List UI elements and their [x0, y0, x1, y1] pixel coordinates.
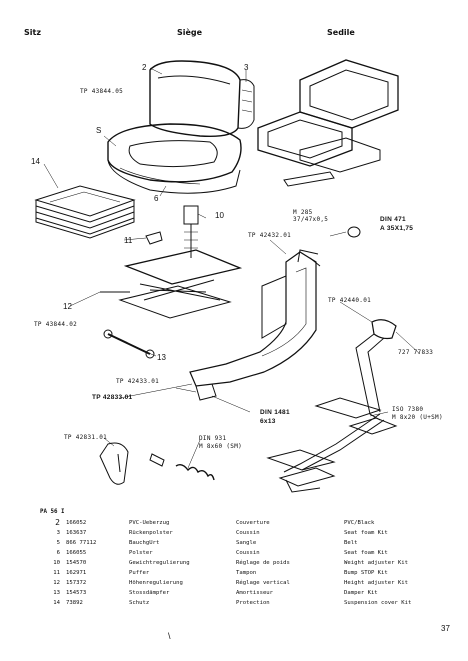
ref-727-77833: 727 77833 [398, 349, 434, 356]
part-name-en: Bump STOP Kit [344, 570, 388, 576]
part-name-de: Puffer [129, 570, 150, 576]
part-position: 2 [55, 518, 60, 527]
part-name-fr: Amortisseur [236, 590, 274, 596]
seat-cushion [107, 123, 242, 194]
bump-stop [145, 231, 163, 245]
part-number: 166055 [66, 550, 87, 556]
circlip [347, 226, 361, 238]
part-name-en: Suspension cover Kit [344, 600, 412, 606]
part-number: 162971 [66, 570, 87, 576]
spring-rod [297, 249, 321, 267]
ref-m285-size: 37/47x0,5 [293, 216, 329, 223]
header-french: Siège [177, 28, 203, 37]
ref-iso7380-size: M 8x20 (U+SM) [392, 414, 443, 421]
part-name-en: Belt [344, 540, 358, 546]
callout-11: 11 [124, 236, 133, 245]
backrest-cushion [149, 60, 255, 138]
part-position: 5 [56, 540, 60, 546]
part-number: 866 77112 [66, 540, 97, 546]
ref-tp42833-01: TP 42833.01 [92, 394, 133, 401]
parts-list-code: PA 56 I [40, 509, 65, 515]
part-name-en: Seat foam Kit [344, 550, 388, 556]
ref-din1481-size: 6x13 [260, 418, 276, 425]
part-name-en: Damper Kit [344, 590, 378, 596]
part-name-fr: Couverture [236, 520, 270, 526]
part-name-fr: Tampon [236, 570, 257, 576]
leader-lines [43, 67, 421, 469]
part-number: 163637 [66, 530, 87, 536]
part-name-fr: Coussin [236, 530, 260, 536]
suspension-cover [34, 185, 136, 239]
part-name-fr: Protection [236, 600, 270, 606]
support-arm [283, 319, 397, 473]
part-number: 73892 [66, 600, 83, 606]
part-position: 3 [56, 530, 60, 536]
part-name-de: Rückenpolster [129, 530, 173, 536]
footer-mark: \ [168, 631, 171, 641]
part-name-fr: Réglage vertical [236, 580, 290, 586]
part-name-en: Height adjuster Kit [344, 580, 408, 586]
part-number: 166052 [66, 520, 87, 526]
ref-tp43844-05: TP 43844.05 [80, 88, 124, 95]
ref-tp42831-01: TP 42831.01 [64, 434, 108, 441]
part-name-de: Polster [129, 550, 153, 556]
part-name-de: Schutz [129, 600, 150, 606]
header-german: Sitz [24, 28, 41, 37]
callout-12: 12 [63, 302, 72, 311]
base-plates [266, 397, 398, 493]
part-name-de: Gewichtregulierung [129, 560, 190, 566]
part-position: 12 [53, 580, 60, 586]
ref-tp42432-01: TP 42432.01 [248, 232, 292, 239]
ref-tp42433-01: TP 42433.01 [116, 378, 160, 385]
part-number: 157372 [66, 580, 87, 586]
callout-14: 14 [31, 157, 40, 166]
callout-6: 6 [154, 194, 159, 203]
part-name-fr: Réglage de poids [236, 560, 290, 566]
part-name-de: Stossdämpfer [129, 590, 170, 596]
part-name-fr: Sangle [236, 540, 257, 546]
ref-iso7380: ISO 7380 [392, 406, 424, 413]
pedestal-frame [189, 251, 317, 401]
part-name-de: Höhenregulierung [129, 580, 183, 586]
part-position: 14 [53, 600, 60, 606]
ref-din1481: DIN 1481 [260, 409, 290, 416]
part-name-de: PVC-Ueberzug [129, 520, 170, 526]
scissor-mechanism [100, 249, 243, 319]
part-name-en: PVC/Black [344, 520, 375, 526]
ref-tp43844-02: TP 43844.02 [34, 321, 78, 328]
weight-adjuster [183, 205, 199, 258]
part-name-en: Seat foam Kit [344, 530, 388, 536]
header-italian: Sedile [327, 28, 355, 37]
part-position: 13 [53, 590, 60, 596]
part-number: 154573 [66, 590, 87, 596]
callout-2: 2 [142, 63, 147, 72]
callout-10: 10 [215, 211, 224, 220]
callout-13: 13 [157, 353, 166, 362]
damper [103, 329, 155, 359]
ref-m285: M 285 [293, 209, 313, 216]
spring-clamp [99, 442, 215, 485]
ref-din471: DIN 471 [380, 216, 406, 223]
callout-3: 3 [244, 63, 249, 72]
part-position: 10 [53, 560, 60, 566]
callout-s: S [96, 126, 102, 135]
ref-din931-size: M 8x60 (SM) [199, 443, 243, 450]
part-name-fr: Coussin [236, 550, 260, 556]
part-position: 11 [53, 570, 60, 576]
part-number: 154570 [66, 560, 87, 566]
part-position: 6 [56, 550, 60, 556]
seat-frame [257, 59, 399, 187]
page-number: 37 [441, 624, 450, 633]
part-name-de: BauchgUrt [129, 540, 160, 546]
part-name-en: Weight adjuster Kit [344, 560, 408, 566]
ref-din471-size: A 35X1,75 [380, 225, 414, 232]
ref-din931: DIN 931 [199, 435, 227, 442]
ref-tp42440-01: TP 42440.01 [328, 297, 372, 304]
